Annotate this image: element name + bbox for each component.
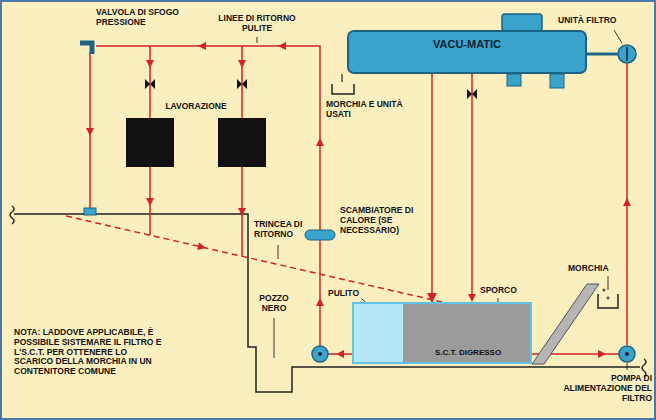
sludge-bin <box>598 294 618 308</box>
pipe-connector <box>431 74 433 302</box>
flow-arrow <box>197 242 207 252</box>
leader-line <box>278 245 279 259</box>
valves <box>145 79 477 99</box>
sludge-drop <box>603 289 606 292</box>
machine-tool <box>218 118 266 167</box>
filter-mark <box>626 47 628 61</box>
valve-symbol <box>237 79 247 89</box>
node-title: S.C.T. DIGRESSO <box>435 348 501 357</box>
flow-arrow <box>336 350 344 358</box>
floor-drain <box>84 208 96 215</box>
pump-hub <box>625 352 629 356</box>
filter-machine: VACU-MATIC <box>347 30 587 74</box>
callout-label: TRINCEA DI RITORNO <box>254 220 310 240</box>
flow-arrow <box>238 208 246 216</box>
break-mark <box>10 206 14 224</box>
filter-unit <box>618 45 636 63</box>
leader-line <box>614 30 622 43</box>
pipe <box>96 46 320 230</box>
floor-line <box>14 214 640 392</box>
callout-label: POMPA DI ALIMENTAZIONE DEL FILTRO <box>557 374 652 403</box>
conveyor <box>532 284 599 364</box>
leader-line <box>274 318 275 358</box>
relief-valve <box>80 43 92 54</box>
pump-hub <box>318 352 322 356</box>
callout-label: MORCHIA <box>568 264 628 274</box>
callout-label: PULITO <box>328 289 368 299</box>
pump <box>619 346 635 362</box>
callout-label: UNITÀ FILTRO <box>558 16 638 26</box>
machine-unit <box>507 74 521 86</box>
floor-line <box>10 206 646 392</box>
valve-symbol <box>145 79 155 89</box>
pipe <box>471 74 473 298</box>
flow-arrow <box>316 298 324 306</box>
flow-arrow <box>146 60 154 68</box>
callout-label: LAVORAZIONE <box>156 102 236 112</box>
callout-label: VALVOLA DI SFOGO PRESSIONE <box>96 8 196 28</box>
valve-symbol <box>467 89 477 99</box>
pipe <box>149 46 151 118</box>
node-title: VACU-MATIC <box>433 38 501 50</box>
flow-arrow <box>598 350 606 358</box>
heat-exchanger <box>305 230 335 240</box>
leader-line <box>608 276 609 290</box>
flow-arrow <box>623 198 631 206</box>
flow-arrow <box>86 128 94 136</box>
sludge-bin <box>332 84 354 94</box>
flow-arrow <box>198 42 206 50</box>
callout-label: SPORCO <box>480 286 540 296</box>
leader-line <box>257 37 258 43</box>
filter-pipe <box>587 53 618 56</box>
pipe <box>241 46 243 118</box>
flow-arrow <box>316 138 324 146</box>
pipes <box>66 46 627 354</box>
callout-label: NOTA: LADDOVE APPLICABILE, È POSSIBILE S… <box>14 328 166 377</box>
callout-label: MORCHIA E UNITÀ USATI <box>326 100 406 120</box>
drop-line <box>341 74 342 82</box>
leader-line <box>627 363 628 370</box>
machine-unit <box>550 74 564 88</box>
callout-label: SCAMBIATORE DI CALORE (SE NECESSARIO) <box>340 206 426 235</box>
machine-tool <box>126 118 174 167</box>
motor <box>502 14 542 31</box>
pipe <box>319 240 321 346</box>
leaders <box>257 30 627 370</box>
flow-arrow <box>468 294 476 302</box>
callout-label: POZZO NERO <box>252 294 296 314</box>
flow-arrow <box>146 198 154 206</box>
flow-arrow <box>238 60 246 68</box>
pump <box>312 346 328 362</box>
flow-arrow <box>278 42 286 50</box>
settling-tank: S.C.T. DIGRESSO <box>352 302 532 364</box>
callout-label: LINEE DI RITORNO PULITE <box>217 14 297 34</box>
sludge-drop <box>607 297 610 300</box>
